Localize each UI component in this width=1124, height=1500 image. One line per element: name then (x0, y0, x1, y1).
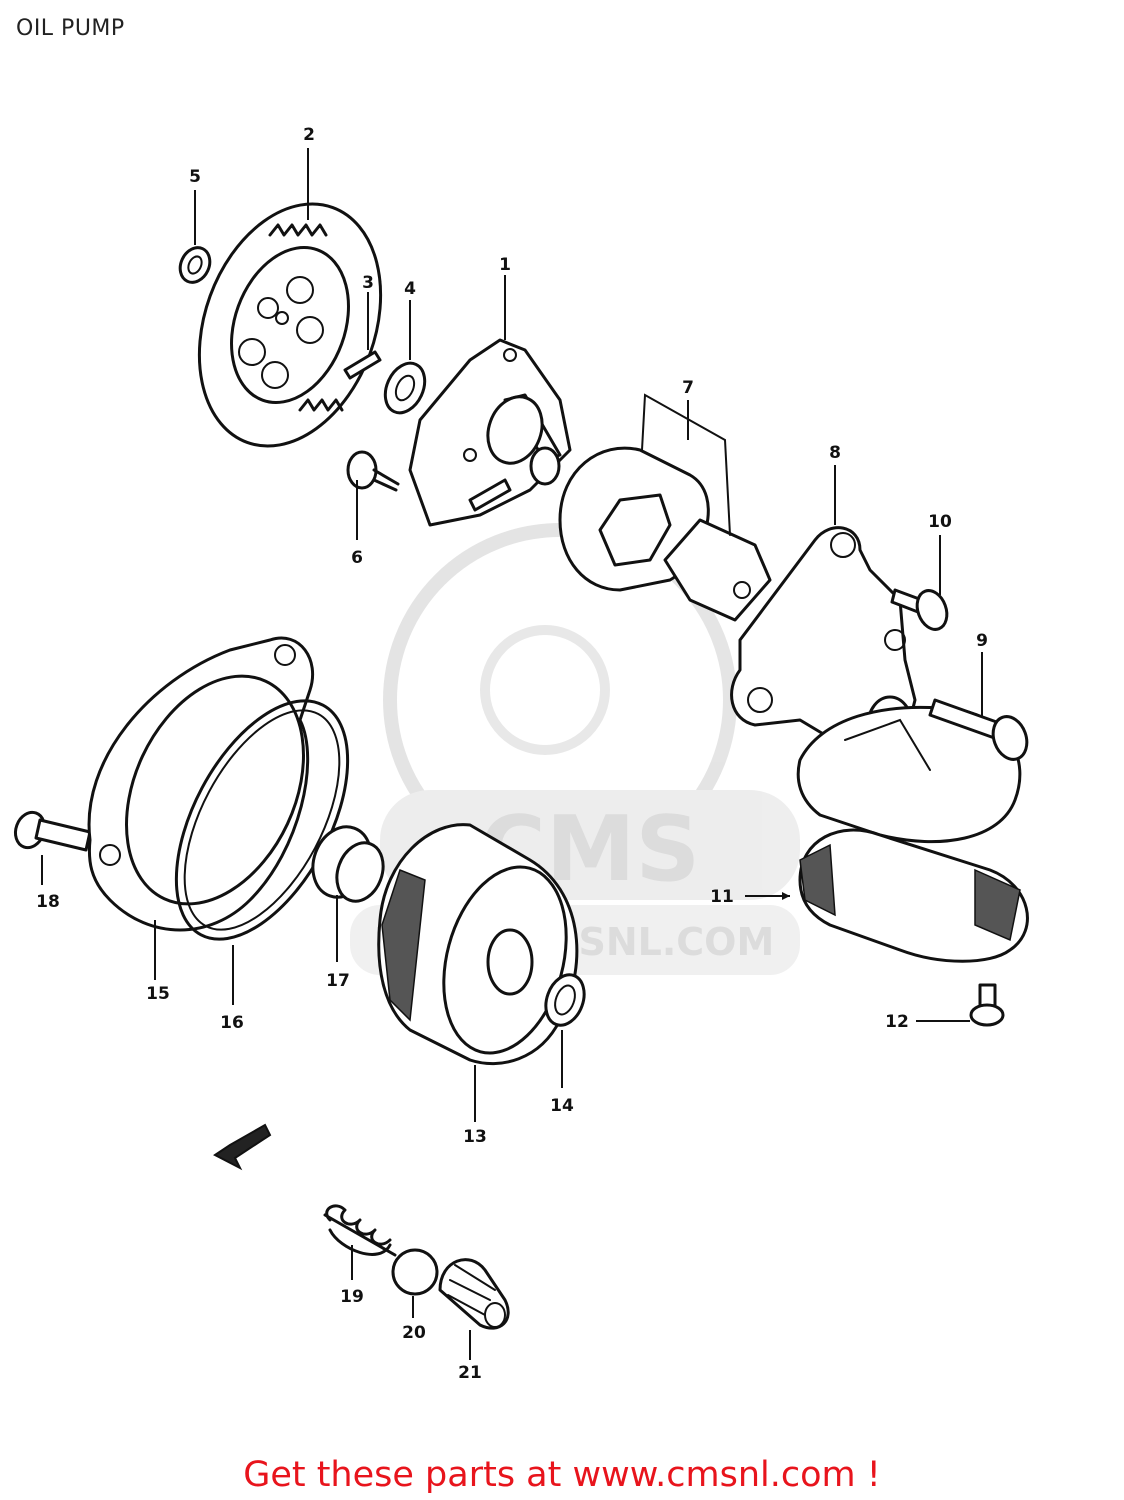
part-label-4: 4 (404, 279, 416, 299)
part-label-2: 2 (303, 125, 315, 145)
part-label-7: 7 (682, 378, 694, 398)
part-14-ring (544, 973, 586, 1027)
part-label-1: 1 (499, 255, 511, 275)
part-7-rotor-set (558, 393, 772, 622)
part-2-gear (197, 202, 383, 448)
part-18-bolt (13, 810, 92, 852)
part-8-strainer-housing (730, 526, 1022, 844)
part-11-gasket (798, 828, 1029, 963)
part-10-screw (890, 588, 949, 631)
part-6-screw (346, 450, 400, 492)
part-4-washer (383, 361, 427, 415)
part-label-16: 16 (220, 1013, 244, 1033)
part-labels: 2 5 3 4 1 7 6 8 10 9 11 12 18 15 16 17 1… (36, 125, 988, 1383)
part-label-20: 20 (402, 1323, 426, 1343)
part-3-pin (343, 350, 382, 380)
part-5-washer (178, 246, 212, 284)
part-label-6: 6 (351, 548, 363, 568)
direction-arrow-icon (213, 1123, 272, 1171)
part-label-12: 12 (885, 1012, 909, 1032)
part-label-9: 9 (976, 631, 988, 651)
part-1-pump-body (408, 338, 572, 527)
footer-link[interactable]: Get these parts at www.cmsnl.com ! (243, 1455, 881, 1495)
part-label-5: 5 (189, 167, 201, 187)
part-12-bolt (969, 983, 1005, 1027)
part-17-o-ring (311, 825, 385, 903)
part-label-15: 15 (146, 984, 170, 1004)
part-label-18: 18 (36, 892, 60, 912)
part-21-plug (438, 1258, 510, 1330)
part-20-ball (391, 1248, 439, 1296)
part-15-cover (87, 636, 315, 932)
part-label-14: 14 (550, 1096, 574, 1116)
part-label-21: 21 (458, 1363, 482, 1383)
part-13-oil-filter (377, 823, 579, 1066)
part-label-3: 3 (362, 273, 374, 293)
part-19-spring (323, 1204, 397, 1257)
part-label-10: 10 (928, 512, 952, 532)
page-title: OIL PUMP (16, 16, 125, 41)
part-label-8: 8 (829, 443, 841, 463)
part-label-17: 17 (326, 971, 350, 991)
part-label-19: 19 (340, 1287, 364, 1307)
part-label-13: 13 (463, 1127, 487, 1147)
leader-lines (41, 148, 983, 1360)
part-label-11: 11 (710, 887, 734, 907)
